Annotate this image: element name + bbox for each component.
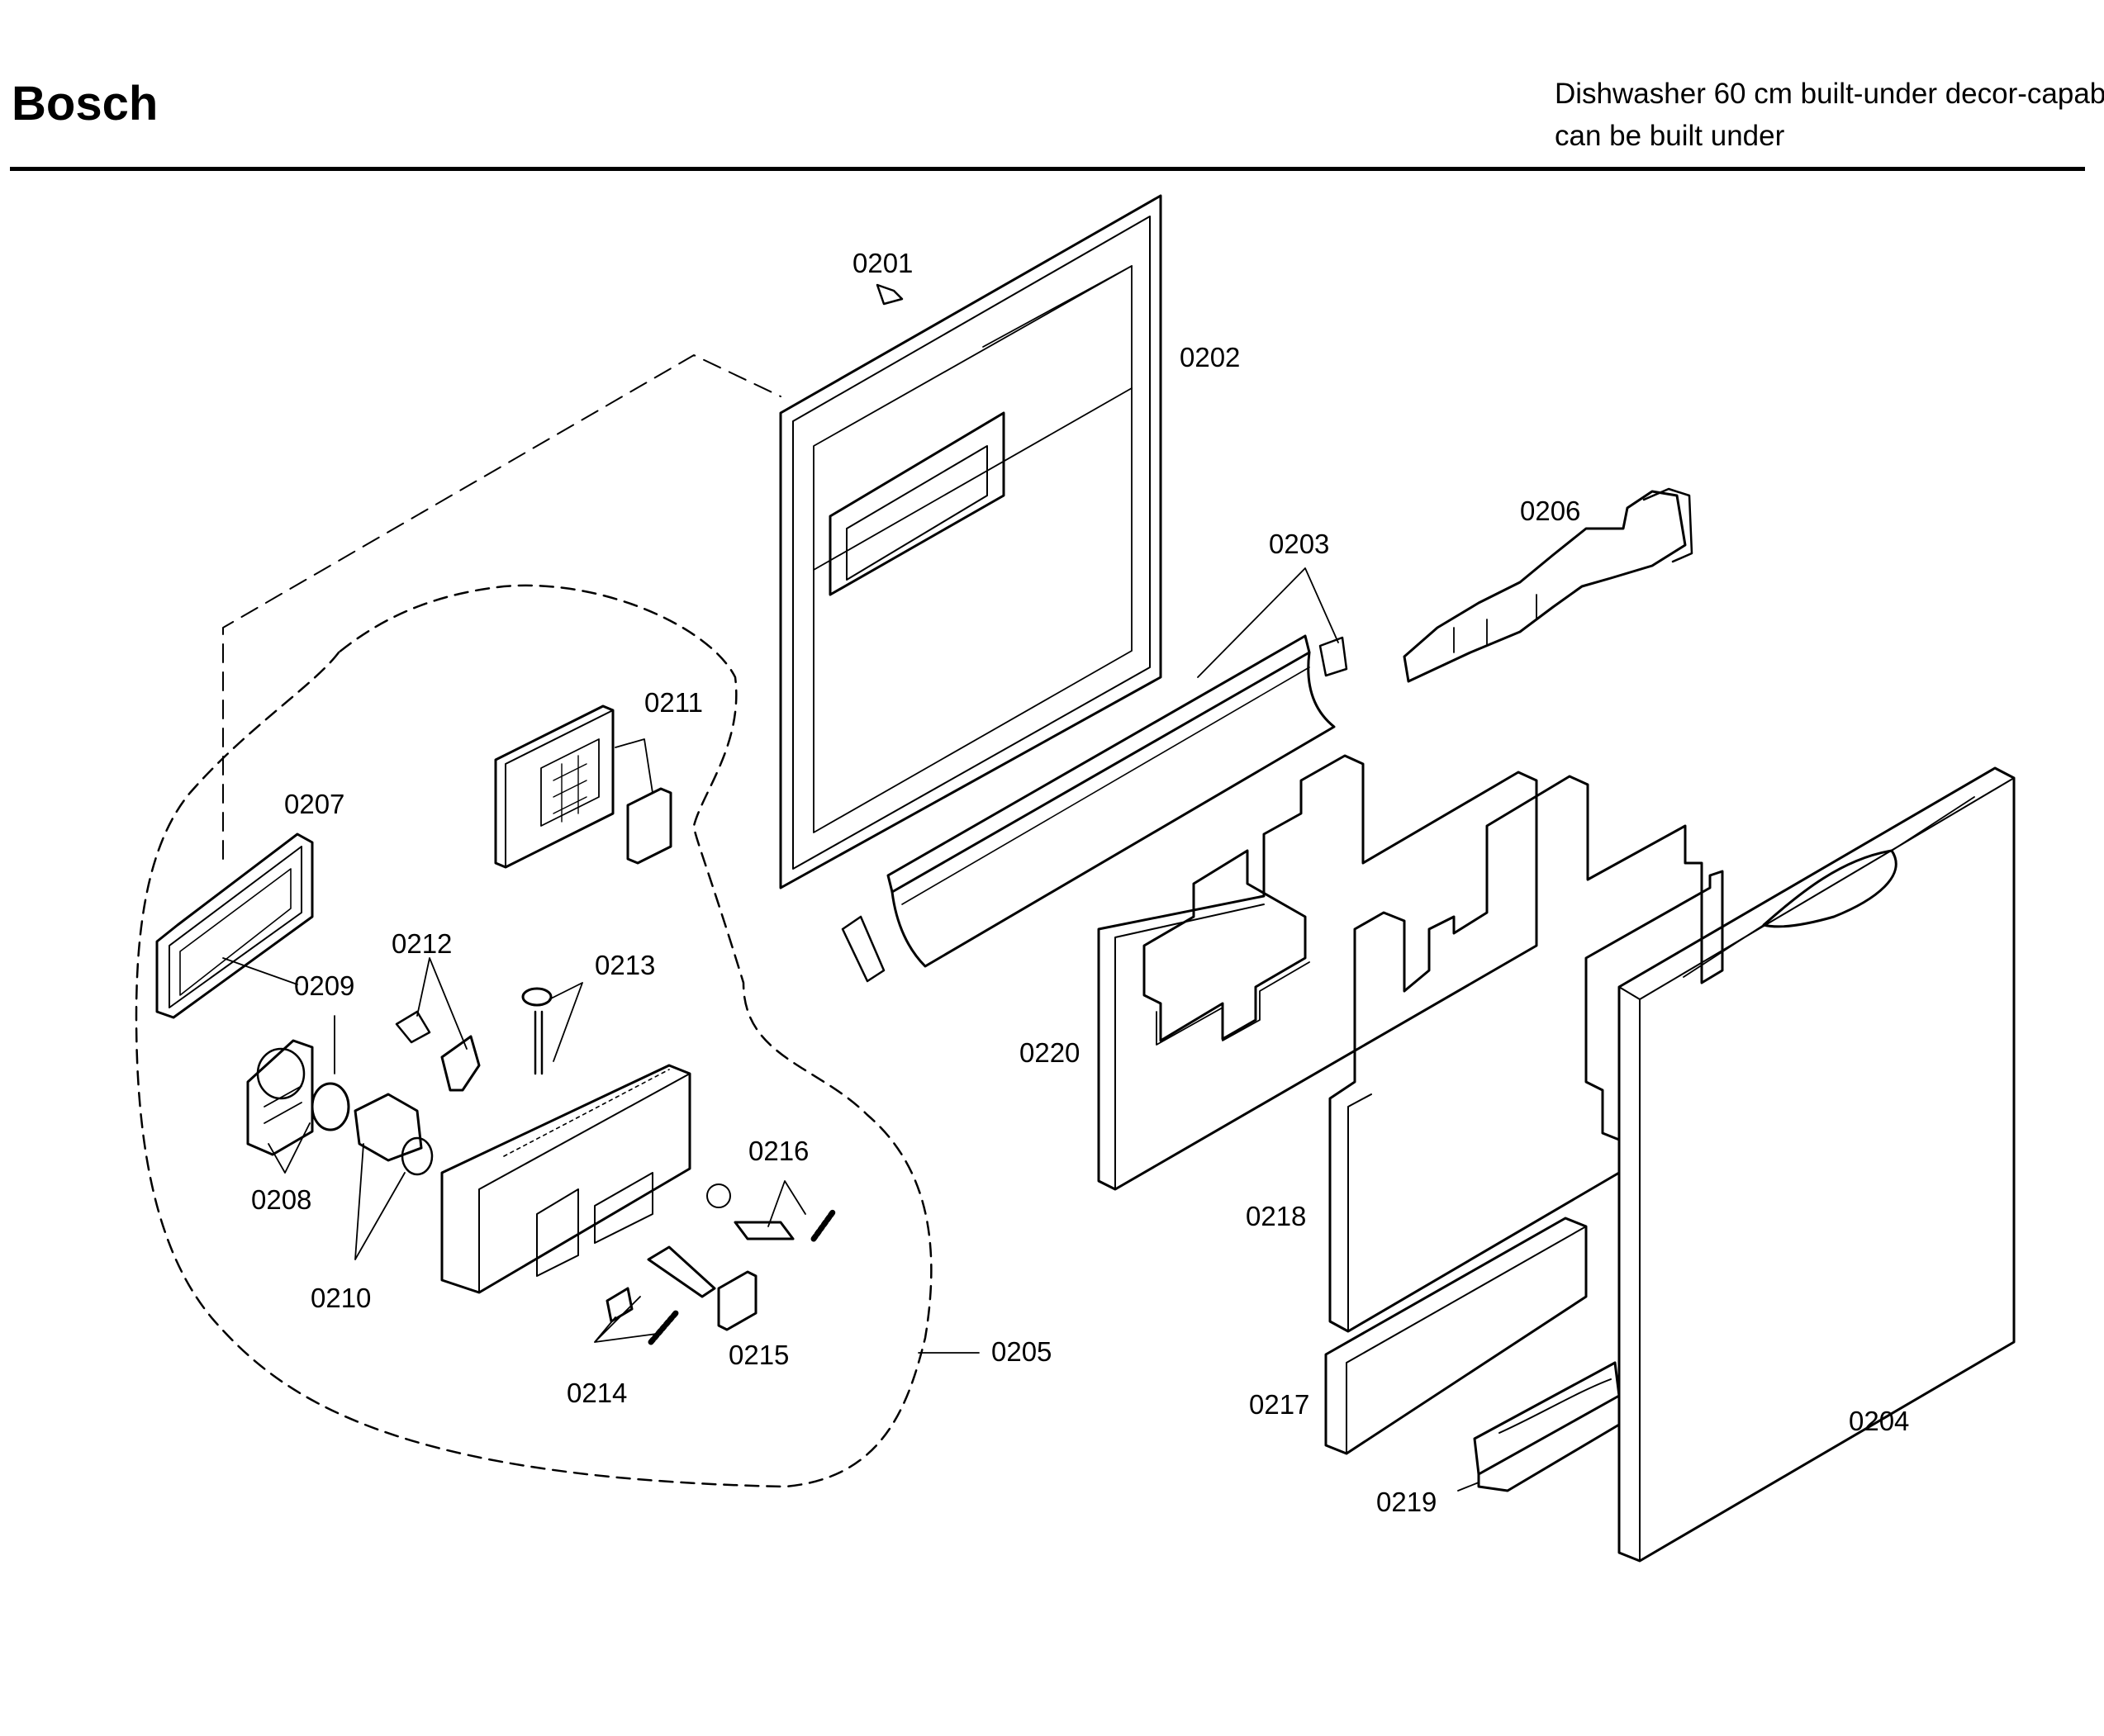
callout-0201: 0201 [853, 248, 913, 278]
brand-title: Bosch [12, 77, 159, 130]
callout-0205: 0205 [991, 1336, 1052, 1367]
part-0205-dispenser-housing [440, 1064, 691, 1294]
callout-0208: 0208 [251, 1184, 311, 1215]
part-0207-frame [155, 832, 314, 1019]
callout-0207: 0207 [284, 789, 344, 819]
part-0201-clip [876, 283, 904, 306]
part-0218-panel [1328, 775, 1724, 1333]
part-0216-lever-parts [706, 1183, 836, 1242]
callout-0220: 0220 [1019, 1037, 1080, 1068]
callout-0210: 0210 [311, 1283, 371, 1313]
callout-0213: 0213 [595, 950, 655, 980]
part-0212-lever [395, 1010, 481, 1092]
part-0204-outer-door [1617, 766, 2016, 1563]
part-0210-bush [354, 1093, 434, 1176]
part-0214-latch-components [606, 1245, 716, 1345]
part-0208-ring [311, 1082, 350, 1131]
callout-0218: 0218 [1246, 1201, 1306, 1231]
part-0209-seal-housing [246, 1039, 314, 1156]
callout-0203: 0203 [1269, 529, 1329, 559]
part-0203-trim-strip [886, 634, 1336, 968]
callout-0217: 0217 [1249, 1389, 1309, 1420]
part-0203-end-cap-right [1318, 636, 1348, 677]
part-0215-switch [717, 1270, 758, 1331]
callout-0204: 0204 [1849, 1406, 1909, 1436]
alignment-guide-left [222, 354, 781, 860]
callout-0216: 0216 [748, 1136, 809, 1166]
assembly-group-outline [135, 584, 933, 1488]
callout-0212: 0212 [392, 928, 452, 959]
part-0217-strip [1324, 1217, 1588, 1455]
callout-0206: 0206 [1520, 496, 1580, 526]
part-0211-bracket [494, 704, 672, 869]
part-0203-end-cap-left [841, 915, 886, 983]
callout-0214: 0214 [567, 1378, 627, 1408]
callout-0215: 0215 [729, 1340, 789, 1370]
model-description-line2: can be built under [1555, 120, 1785, 152]
callout-0202: 0202 [1180, 342, 1240, 372]
leader-lines [222, 567, 1479, 1492]
header-divider [10, 167, 2085, 171]
part-0219-handle [1473, 1361, 1621, 1492]
part-0213-pin [521, 987, 553, 1075]
model-description-line1: Dishwasher 60 cm built-under decor-capab [1555, 78, 2104, 110]
part-0202-inner-door [779, 194, 1162, 889]
callout-0219: 0219 [1376, 1487, 1437, 1517]
part-0206-hinge-bracket [1403, 487, 1693, 683]
part-0220-insulation-panel [1097, 754, 1538, 1191]
callout-0209: 0209 [294, 970, 354, 1001]
callout-0211: 0211 [644, 687, 703, 718]
